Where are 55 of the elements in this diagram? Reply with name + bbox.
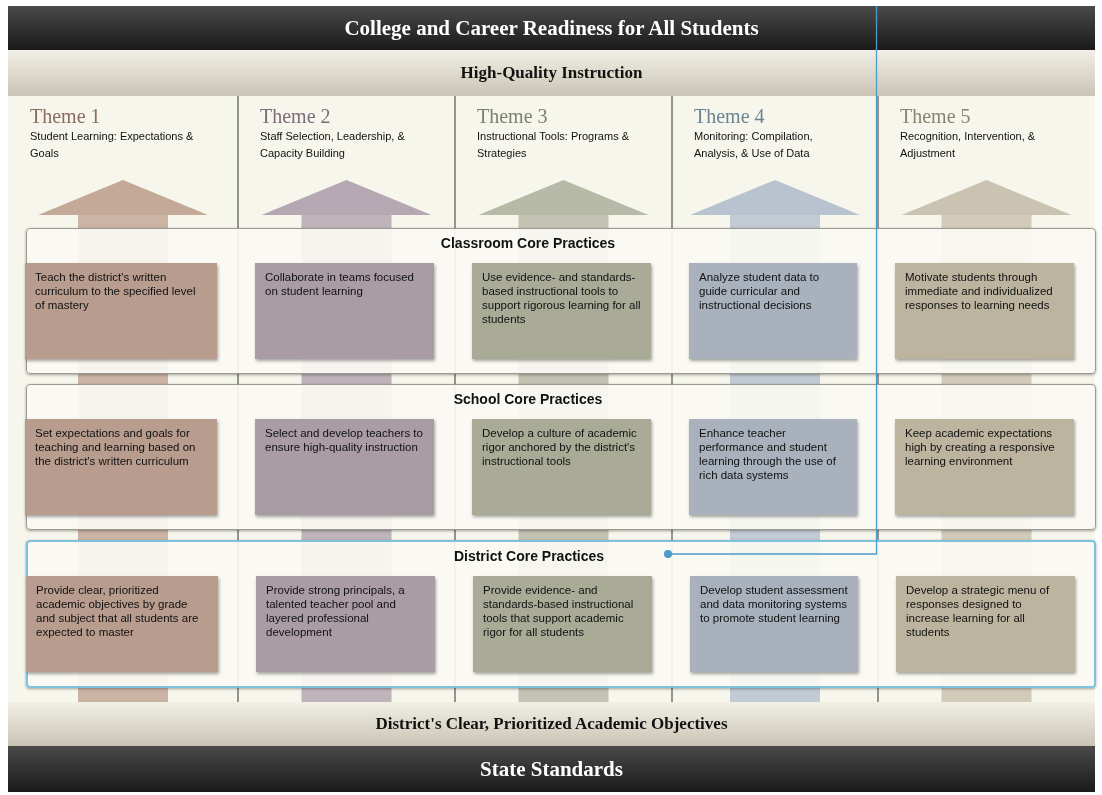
theme-heading: Theme 4 bbox=[694, 104, 766, 128]
theme-description: Student Learning: Expectations & Goals bbox=[30, 129, 195, 161]
practice-text: Analyze student data to guide curricular and instructional decisions bbox=[699, 270, 821, 312]
practice-text: Provide strong principals, a talented teacher pool and layered professional development bbox=[266, 583, 406, 639]
theme-heading: Theme 1 bbox=[30, 104, 102, 128]
theme-heading: Theme 2 bbox=[260, 104, 332, 128]
practice-text: Keep academic expectations high by creating a responsive learning environment bbox=[905, 426, 1056, 468]
practice-text: Provide evidence- and standards-based instructional tools that support academic rigor for all students bbox=[483, 583, 635, 639]
theme-description: Instructional Tools: Programs & Strategies bbox=[477, 129, 631, 161]
banner-title: State Standards bbox=[480, 756, 623, 782]
practice-text: Select and develop teachers to ensure high-quality instruction bbox=[265, 426, 424, 454]
title-banner bbox=[8, 746, 1095, 792]
practice-card bbox=[25, 263, 217, 359]
practice-card bbox=[473, 576, 652, 672]
practice-band bbox=[26, 384, 1096, 530]
practice-text: Enhance teacher performance and student learning through the use of rich data systems bbox=[699, 426, 837, 482]
banner-title: College and Career Readiness for All Students bbox=[344, 15, 759, 41]
practice-card bbox=[689, 419, 857, 515]
band-title: Classroom Core Practices bbox=[440, 235, 616, 251]
practice-card bbox=[255, 263, 434, 359]
practice-card bbox=[895, 263, 1074, 359]
practice-text: Develop a culture of academic rigor anchored by the district's instructional tools bbox=[482, 426, 638, 468]
practice-card bbox=[255, 419, 434, 515]
practice-card bbox=[690, 576, 858, 672]
practice-card bbox=[689, 263, 857, 359]
practice-text: Provide clear, prioritized academic objectives by grade and subject that all students are expected to master bbox=[36, 583, 200, 639]
practice-card bbox=[472, 263, 651, 359]
practice-text: Develop a strategic menu of responses designed to increase learning for all students bbox=[906, 583, 1051, 639]
practice-text: Set expectations and goals for teaching and learning based on the district's written curriculum bbox=[35, 426, 197, 468]
theme-heading: Theme 5 bbox=[900, 104, 972, 128]
practice-band bbox=[26, 228, 1096, 374]
practice-card bbox=[895, 419, 1074, 515]
banner-title: High-Quality Instruction bbox=[460, 63, 643, 83]
theme-description: Staff Selection, Leadership, & Capacity Building bbox=[260, 129, 406, 161]
practice-card bbox=[896, 576, 1075, 672]
practice-card bbox=[26, 576, 218, 672]
practice-band bbox=[26, 540, 1096, 688]
banner bbox=[8, 702, 1095, 746]
practice-text: Collaborate in teams focused on student learning bbox=[265, 270, 415, 298]
banner-title: District's Clear, Prioritized Academic Objectives bbox=[375, 714, 728, 734]
band-title: District Core Practices bbox=[453, 548, 605, 564]
banner bbox=[8, 50, 1095, 96]
practice-card bbox=[25, 419, 217, 515]
practice-card bbox=[472, 419, 651, 515]
practice-text: Use evidence- and standards-based instructional tools to support rigorous learning for all students bbox=[482, 270, 641, 326]
theme-description: Recognition, Intervention, & Adjustment bbox=[900, 129, 1037, 161]
practice-text: Develop student assessment and data monitoring systems to promote student learning bbox=[700, 583, 848, 625]
theme-heading: Theme 3 bbox=[477, 104, 549, 128]
theme-description: Monitoring: Compilation, Analysis, & Use of Data bbox=[694, 129, 814, 161]
leader-line bbox=[664, 5, 878, 558]
title-banner bbox=[8, 6, 1095, 50]
band-title: School Core Practices bbox=[453, 391, 603, 407]
practice-text: Teach the district's written curriculum to the specified level of mastery bbox=[35, 270, 197, 312]
practice-card bbox=[256, 576, 435, 672]
practice-text: Motivate students through immediate and individualized responses to learning needs bbox=[905, 270, 1054, 312]
